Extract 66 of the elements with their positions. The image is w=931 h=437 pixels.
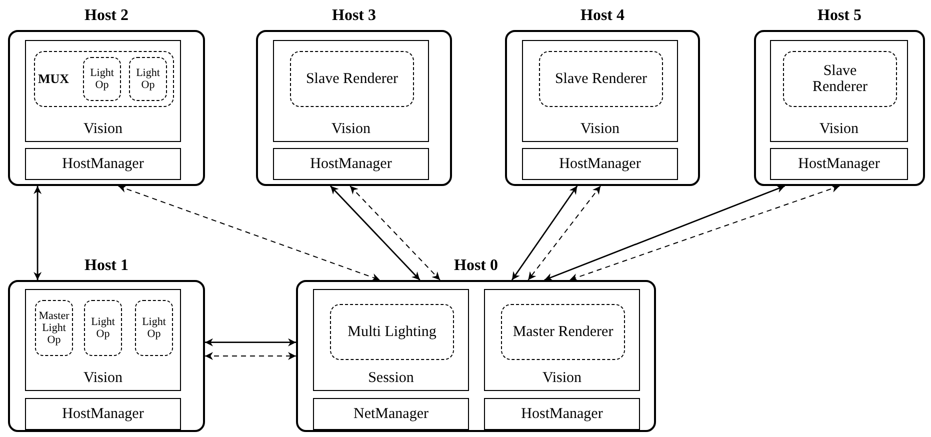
manager-label: NetManager: [354, 405, 428, 423]
module-label: Slave Renderer: [304, 71, 400, 87]
component-label: Vision: [82, 120, 124, 138]
arrow: [544, 185, 786, 281]
module-box: [330, 304, 454, 360]
arrow: [350, 186, 440, 280]
host-title: Host 2: [84, 6, 130, 26]
module-label: Slave Renderer: [812, 63, 868, 95]
module-box: [34, 51, 174, 107]
module-box: [84, 300, 122, 356]
arrow: [330, 186, 420, 280]
component-panel: [484, 289, 640, 391]
manager-label: HostManager: [798, 155, 880, 173]
component-label: Vision: [330, 120, 372, 138]
manager-label: HostManager: [310, 155, 392, 173]
module-box: [783, 51, 897, 107]
arrow: [205, 338, 296, 346]
module-label: Master Light Op: [38, 310, 70, 346]
arrow: [569, 184, 840, 282]
module-label: Light Op: [90, 316, 116, 340]
manager-box: [25, 148, 181, 180]
manager-label: HostManager: [62, 155, 144, 173]
manager-box: [313, 398, 469, 430]
manager-box: [273, 148, 429, 180]
module-box: [135, 300, 173, 356]
component-label: Vision: [818, 120, 860, 138]
host-title: Host 3: [331, 6, 377, 26]
component-label: Vision: [82, 369, 124, 387]
component-panel: [313, 289, 469, 391]
module-label: Multi Lighting: [346, 324, 438, 340]
manager-label: HostManager: [521, 405, 603, 423]
module-label: Light Op: [89, 67, 115, 91]
host-title: Host 0: [453, 256, 499, 276]
arrow: [34, 186, 42, 280]
manager-box: [25, 398, 181, 430]
module-label: Light Op: [135, 67, 161, 91]
arrow: [204, 352, 296, 360]
module-label: Master Renderer: [512, 324, 614, 340]
component-label: Vision: [541, 369, 583, 387]
manager-box: [484, 398, 640, 430]
module-box: [83, 57, 121, 101]
module-box: [129, 57, 167, 101]
arrow: [511, 186, 578, 280]
arrow: [528, 186, 602, 280]
host-title: Host 1: [84, 256, 130, 276]
component-panel: [25, 289, 181, 391]
component-panel: [770, 40, 908, 142]
host-title: Host 5: [816, 6, 862, 26]
component-panel: [522, 40, 678, 142]
component-label: Session: [367, 369, 415, 387]
component-label: Vision: [579, 120, 621, 138]
manager-label: HostManager: [559, 155, 641, 173]
manager-label: HostManager: [62, 405, 144, 423]
host-title: Host 4: [580, 6, 626, 26]
module-label: Slave Renderer: [554, 71, 648, 87]
module-box: [501, 304, 625, 360]
module-label: MUX: [38, 71, 70, 87]
component-panel: [273, 40, 429, 142]
module-box: [290, 51, 414, 107]
component-panel: [25, 40, 181, 142]
manager-box: [770, 148, 908, 180]
arrow: [118, 184, 380, 282]
manager-box: [522, 148, 678, 180]
module-box: [539, 51, 663, 107]
module-box: [35, 300, 73, 356]
module-label: Light Op: [141, 316, 167, 340]
